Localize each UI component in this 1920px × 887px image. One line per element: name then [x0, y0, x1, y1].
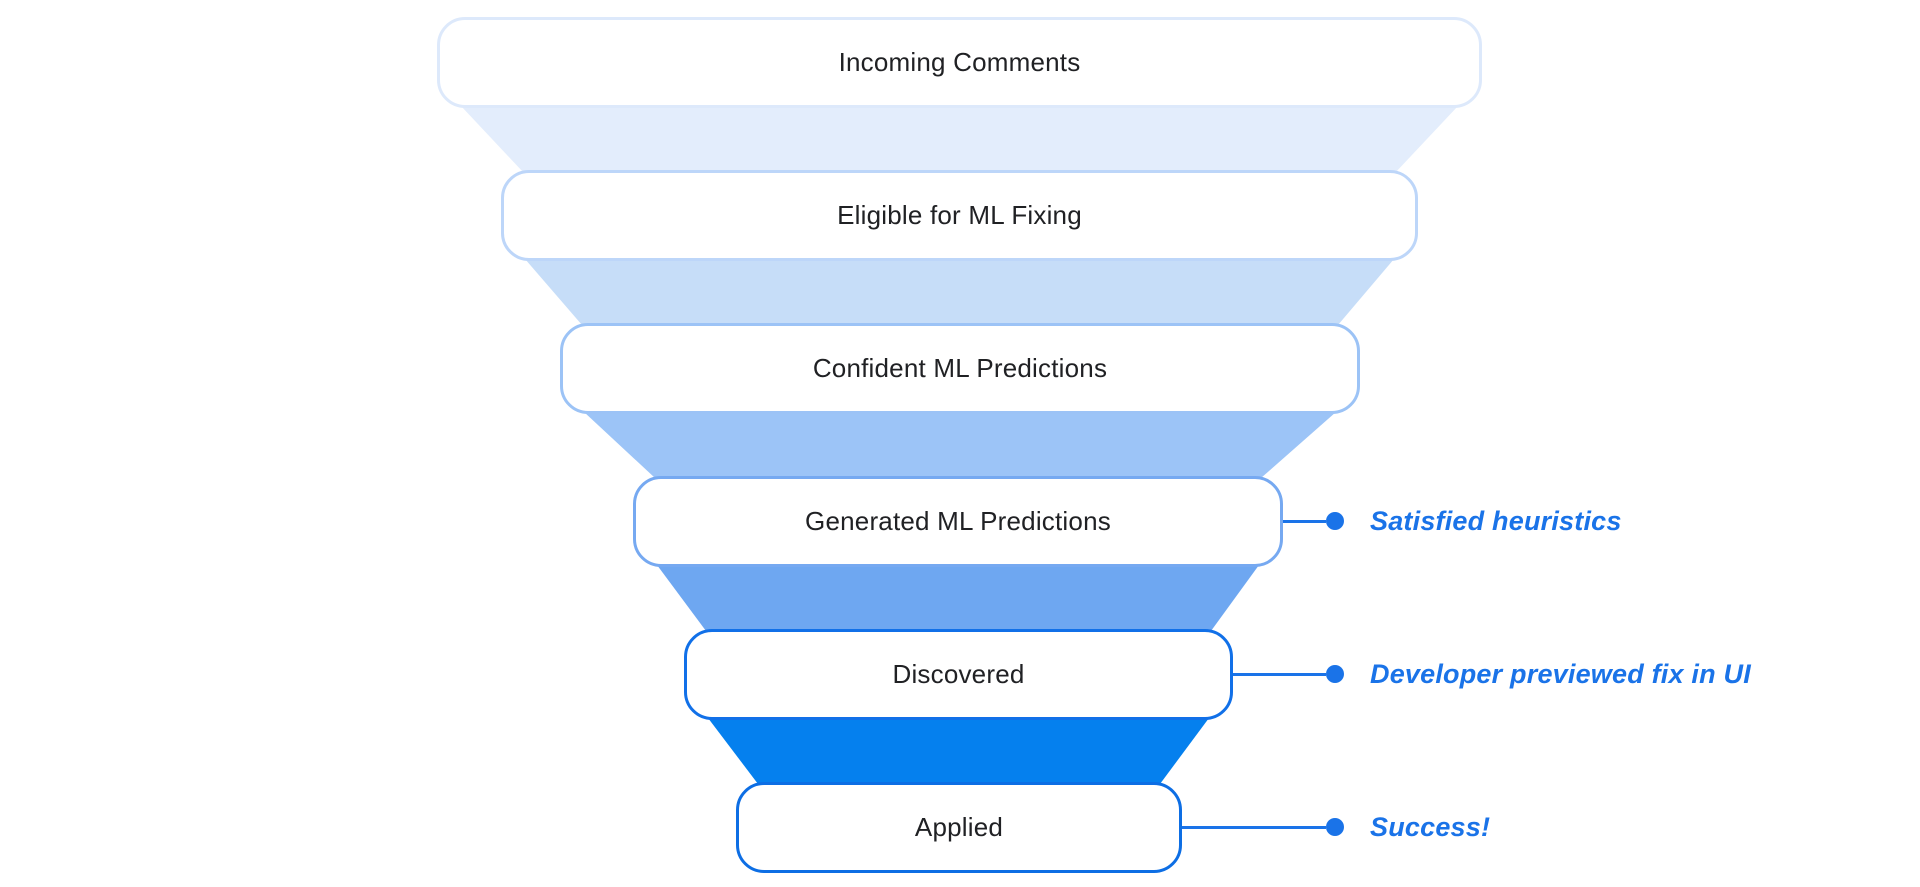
funnel-connector-segment-1 [461, 106, 1458, 172]
annotation-label: Success! [1370, 811, 1491, 842]
funnel-stage-discovered: Discovered [684, 629, 1233, 720]
stage-label: Eligible for ML Fixing [837, 200, 1082, 230]
funnel-stage-generated-ml-predictions: Generated ML Predictions [633, 476, 1283, 567]
funnel-stage-applied: Applied [736, 782, 1182, 873]
funnel-connector-segment-2 [525, 259, 1394, 325]
funnel-connector-segment-5 [708, 718, 1209, 784]
stage-label: Applied [914, 812, 1004, 842]
annotation-dot-icon [1326, 818, 1344, 836]
funnel-stage-incoming-comments: Incoming Comments [437, 17, 1482, 108]
annotation-dot-icon [1326, 665, 1344, 683]
stage-label: Incoming Comments [838, 47, 1081, 77]
annotation-connector-line [1233, 672, 1326, 676]
annotation-label: Satisfied heuristics [1370, 505, 1622, 536]
annotation-developer-previewed-fix: Developer previewed fix in UI [1233, 654, 1751, 694]
annotation-dot-icon [1326, 512, 1344, 530]
stage-label: Confident ML Predictions [812, 353, 1108, 383]
funnel-connector-segment-3 [584, 412, 1336, 478]
annotation-satisfied-heuristics: Satisfied heuristics [1283, 501, 1622, 541]
stage-label: Discovered [892, 659, 1025, 689]
annotation-connector-line [1283, 519, 1326, 523]
funnel-connector-segment-4 [657, 565, 1259, 631]
funnel-stage-eligible-for-ml-fixing: Eligible for ML Fixing [501, 170, 1418, 261]
annotation-label: Developer previewed fix in UI [1370, 658, 1751, 689]
stage-label: Generated ML Predictions [805, 506, 1111, 536]
funnel-stage-confident-ml-predictions: Confident ML Predictions [560, 323, 1360, 414]
annotation-connector-line [1182, 825, 1326, 829]
annotation-success: Success! [1182, 807, 1490, 847]
